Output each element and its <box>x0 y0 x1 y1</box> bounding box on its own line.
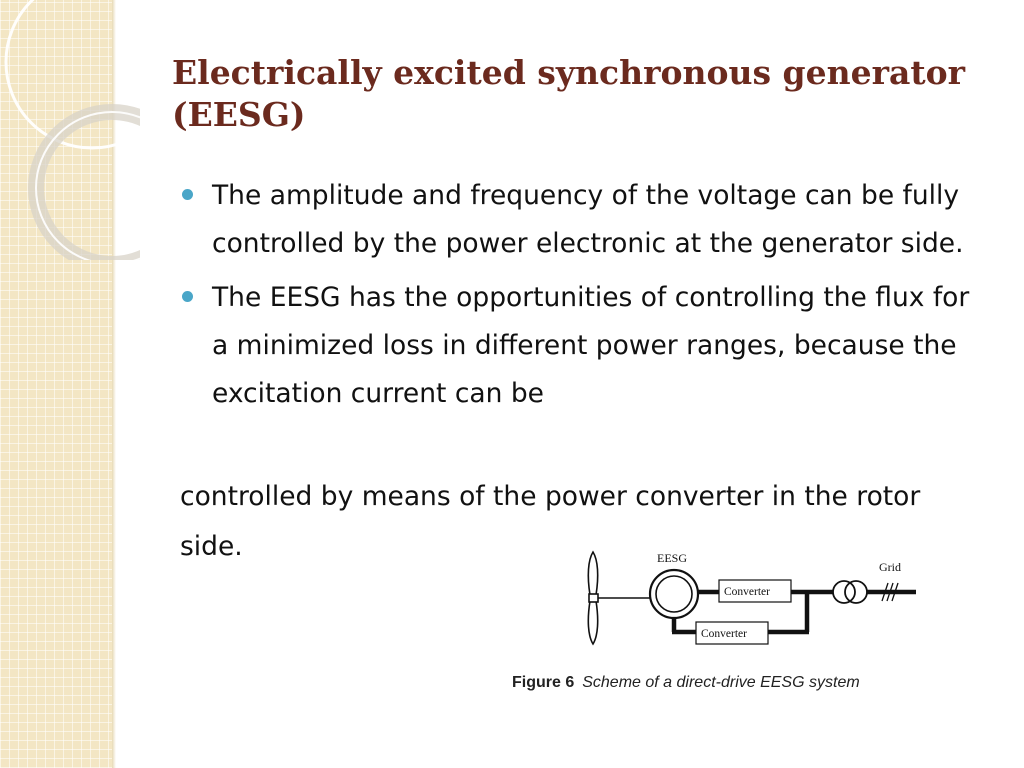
caption-text: Scheme of a direct-drive EESG system <box>582 674 860 691</box>
slide-title: Electrically excited synchronous generat… <box>172 53 966 134</box>
generator-label: EESG <box>657 551 687 565</box>
bullet-text: The amplitude and frequency of the volta… <box>212 180 964 259</box>
decorative-rings <box>4 0 140 260</box>
converter-top-label: Converter <box>724 586 770 598</box>
bullet-item: The amplitude and frequency of the volta… <box>180 172 990 268</box>
bullet-text: The EESG has the opportunities of contro… <box>212 282 970 409</box>
three-phase-marks <box>881 582 899 602</box>
bullet-dot <box>182 189 193 200</box>
grid-label: Grid <box>879 560 901 574</box>
figure-caption: Figure 6 Scheme of a direct-drive EESG sy… <box>512 674 860 692</box>
caption-label: Figure 6 <box>512 674 575 691</box>
turbine-blades <box>587 550 599 646</box>
eesg-system-diagram: EESG Converter Converter Grid <box>587 550 916 646</box>
bullet-dot <box>182 291 193 302</box>
generator-symbol <box>648 568 700 620</box>
transformer-symbol <box>832 580 868 604</box>
converter-bottom-label: Converter <box>701 628 747 640</box>
bullet-item: The EESG has the opportunities of contro… <box>180 274 990 418</box>
bullet-list: The amplitude and frequency of the volta… <box>180 172 990 424</box>
continuation-text: controlled by means of the power convert… <box>180 481 921 562</box>
sidebar-edge <box>112 0 116 768</box>
